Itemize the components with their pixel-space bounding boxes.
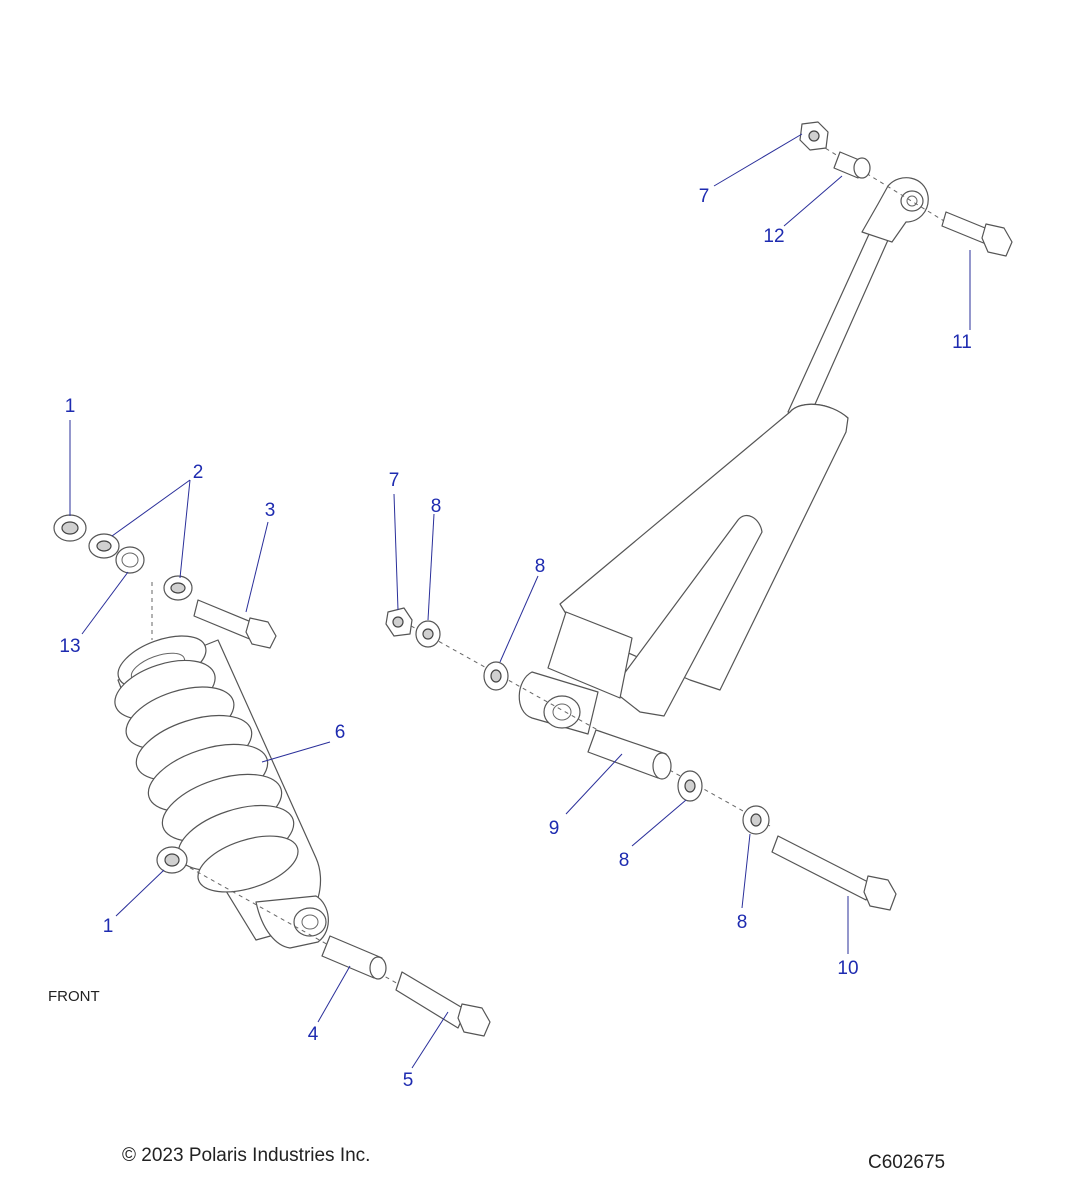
copyright-text: © 2023 Polaris Industries Inc. bbox=[122, 1145, 370, 1166]
callout-8-a: 8 bbox=[431, 496, 442, 517]
washer-part-8-d bbox=[742, 805, 770, 835]
callout-1-bottom: 1 bbox=[103, 916, 114, 937]
callout-7-top: 7 bbox=[699, 186, 710, 207]
callout-10: 10 bbox=[837, 958, 858, 979]
callout-12: 12 bbox=[763, 226, 784, 247]
leader-lines bbox=[69, 133, 971, 1069]
nut-part-7-mid bbox=[385, 607, 413, 637]
spacer-part-12 bbox=[833, 151, 871, 179]
right-shock-absorber bbox=[518, 177, 929, 735]
callout-11: 11 bbox=[952, 332, 972, 353]
washer-part-8-b bbox=[483, 661, 509, 691]
nut-part-7-top bbox=[799, 121, 829, 151]
sleeve-part-9 bbox=[587, 729, 672, 780]
washer-part-8-c bbox=[677, 770, 703, 802]
bushing-part-1-bottom bbox=[156, 846, 188, 874]
callout-8-d: 8 bbox=[737, 912, 748, 933]
bolt-part-5 bbox=[395, 971, 491, 1037]
callout-3: 3 bbox=[265, 500, 276, 521]
bolt-part-11 bbox=[941, 211, 1013, 257]
bushing-part-2-a bbox=[88, 533, 120, 559]
figure-id: C602675 bbox=[868, 1152, 945, 1173]
bolt-part-10 bbox=[771, 835, 897, 911]
bushing-part-1-top bbox=[53, 514, 87, 542]
sleeve-part-4 bbox=[321, 935, 387, 980]
axis-right-bottom bbox=[403, 621, 771, 827]
callout-2: 2 bbox=[193, 462, 204, 483]
callout-9: 9 bbox=[549, 818, 560, 839]
front-label: FRONT bbox=[48, 988, 100, 1005]
callout-5: 5 bbox=[403, 1070, 414, 1091]
washer-part-8-a bbox=[415, 620, 441, 648]
left-shock-with-spring bbox=[114, 635, 329, 949]
callout-6: 6 bbox=[335, 722, 346, 743]
callout-7-mid: 7 bbox=[389, 470, 400, 491]
callout-13: 13 bbox=[59, 636, 80, 657]
callout-1-top: 1 bbox=[65, 396, 76, 417]
bushing-part-2-b bbox=[163, 575, 193, 601]
callout-4: 4 bbox=[308, 1024, 319, 1045]
washer-part-13 bbox=[115, 546, 145, 574]
coil-spring bbox=[114, 659, 299, 893]
callout-8-c: 8 bbox=[619, 850, 630, 871]
bolt-part-3 bbox=[193, 599, 277, 649]
callout-8-b: 8 bbox=[535, 556, 546, 577]
